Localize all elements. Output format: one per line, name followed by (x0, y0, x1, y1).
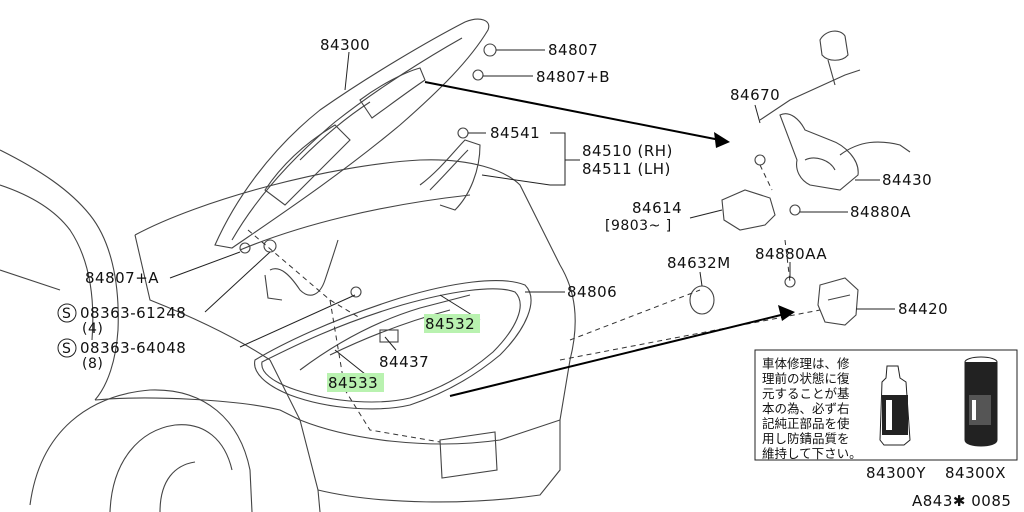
note-line-3: 元することが基 (762, 386, 850, 401)
note-line-1: 車体修理は、修 (762, 356, 850, 371)
label-84806[interactable]: 84806 (567, 283, 617, 301)
label-84511[interactable]: 84511 (LH) (582, 160, 671, 178)
label-84632m[interactable]: 84632M (667, 254, 731, 272)
label-84880aa[interactable]: 84880AA (755, 245, 827, 263)
arrows (424, 81, 795, 397)
highlight-84532 (424, 314, 480, 333)
label-84430[interactable]: 84430 (882, 171, 932, 189)
label-84300x[interactable]: 84300X (945, 464, 1006, 482)
label-08363-61248[interactable]: 08363-61248 (80, 304, 186, 322)
label-84880a[interactable]: 84880A (850, 203, 911, 221)
highlight-84533 (327, 373, 384, 392)
sealant-tube-icon (879, 365, 911, 446)
arrow-head-latch (714, 132, 730, 148)
label-84300y[interactable]: 84300Y (866, 464, 926, 482)
screw-symbol-1: S (62, 306, 71, 322)
note-line-5: 記純正部品を使 (762, 416, 850, 431)
spray-can-icon (964, 356, 998, 447)
note-line-6: 用し防錆品質を (762, 431, 850, 446)
note-line-2: 理前の状態に復 (762, 371, 850, 386)
qty-08363-64048: (8) (82, 356, 103, 372)
note-line-7: 維持して下さい。 (762, 446, 862, 461)
label-84614[interactable]: 84614 (632, 199, 682, 217)
label-84807a[interactable]: 84807+A (85, 269, 159, 287)
label-84437[interactable]: 84437 (379, 353, 429, 371)
diagram-code: A843✱ 0085 (912, 492, 1011, 510)
label-84532[interactable]: 84532 (425, 315, 475, 333)
label-84533[interactable]: 84533 (328, 374, 378, 392)
label-84541[interactable]: 84541 (490, 124, 540, 142)
qty-08363-61248: (4) (82, 321, 103, 337)
label-84670[interactable]: 84670 (730, 86, 780, 104)
note-line-4: 本の為、必ず右 (762, 401, 850, 416)
label-08363-64048[interactable]: 08363-64048 (80, 339, 186, 357)
label-84510[interactable]: 84510 (RH) (582, 142, 673, 160)
arrow-head-striker (778, 305, 795, 321)
assembly-dashed-lines (247, 164, 821, 443)
screw-callout-2: S 08363-64048 (8) (57, 338, 186, 372)
label-84300[interactable]: 84300 (320, 36, 370, 54)
label-84420[interactable]: 84420 (898, 300, 948, 318)
repair-note-box: 車体修理は、修 理前の状態に復 元することが基 本の為、必ず右 記純正部品を使 … (754, 349, 1018, 461)
note-text: 車体修理は、修 理前の状態に復 元することが基 本の為、必ず右 記純正部品を使 … (762, 356, 862, 461)
screw-callout-1: S 08363-61248 (4) (57, 303, 186, 337)
part-labels: 84300 84807 84807+B 84541 84510 (RH) 845… (57, 36, 948, 392)
screw-symbol-2: S (62, 341, 71, 357)
car-body-drawing (0, 18, 911, 512)
label-84614-range: [9803~ ] (605, 218, 672, 234)
label-84807[interactable]: 84807 (548, 41, 598, 59)
label-84807b[interactable]: 84807+B (536, 68, 610, 86)
